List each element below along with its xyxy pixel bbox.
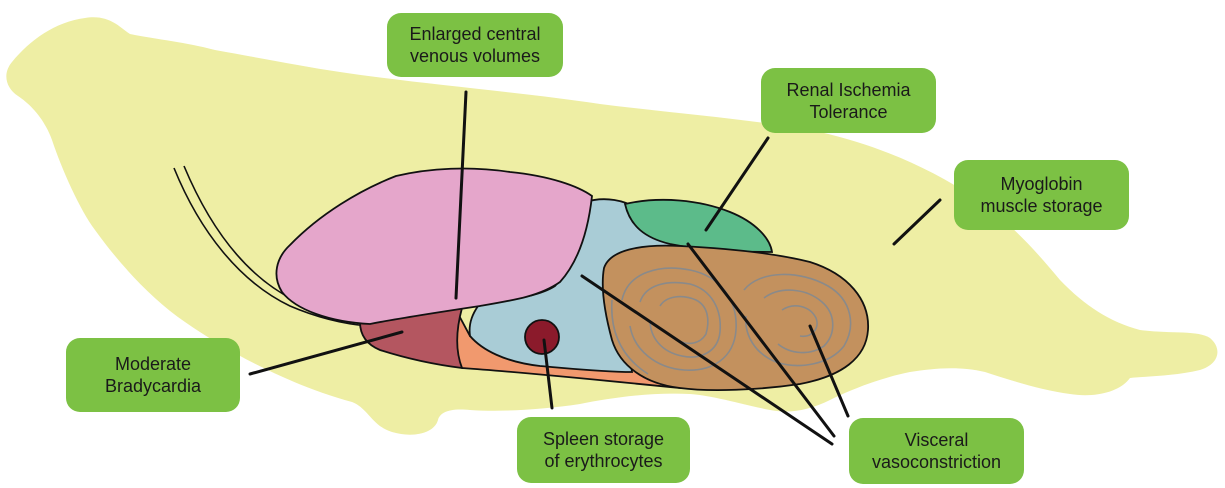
label-central-venous: Enlarged central venous volumes: [387, 13, 563, 77]
spleen: [525, 320, 559, 354]
label-bradycardia: Moderate Bradycardia: [66, 338, 240, 412]
label-visceral: Visceral vasoconstriction: [849, 418, 1024, 484]
label-renal-ischemia: Renal Ischemia Tolerance: [761, 68, 936, 133]
label-myoglobin: Myoglobin muscle storage: [954, 160, 1129, 230]
label-spleen: Spleen storage of erythrocytes: [517, 417, 690, 483]
